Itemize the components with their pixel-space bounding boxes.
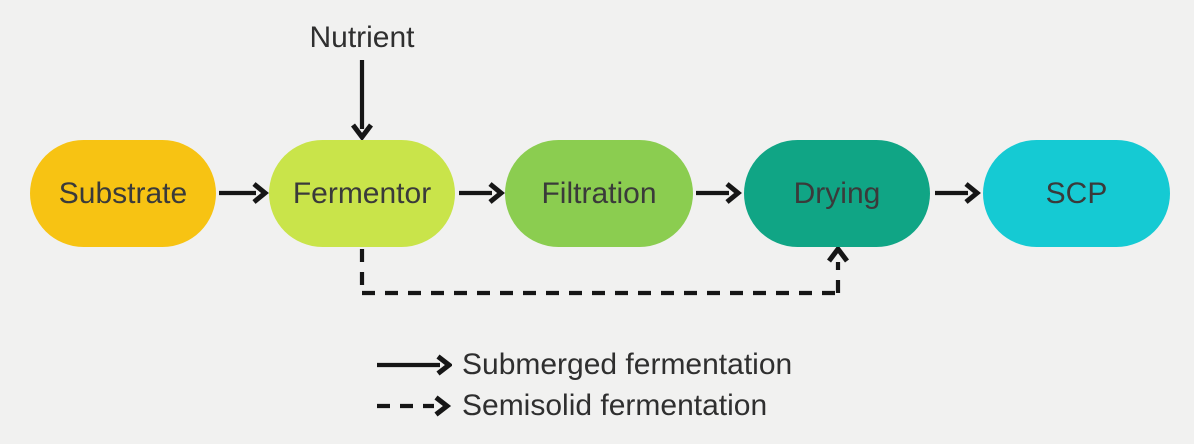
dashed-arrow-fermentor-to-drying: [359, 244, 849, 296]
node-drying-label: Drying: [793, 176, 881, 210]
node-fermentor: Fermentor: [269, 140, 455, 247]
arrow-nutrient-to-fermentor: [351, 60, 373, 142]
node-substrate: Substrate: [30, 140, 216, 247]
legend-label-semisolid: Semisolid fermentation: [462, 388, 768, 422]
arrow-drying-to-scp: [935, 182, 981, 204]
dashed-arrow-icon: [377, 395, 452, 416]
node-drying: Drying: [744, 140, 930, 247]
legend-label-submerged: Submerged fermentation: [462, 347, 793, 381]
nutrient-label: Nutrient: [309, 21, 415, 54]
legend-row-submerged: Submerged fermentation: [376, 344, 792, 385]
arrow-substrate-to-fermentor: [219, 182, 269, 204]
node-fermentor-label: Fermentor: [292, 176, 432, 210]
node-scp-label: SCP: [1045, 176, 1108, 210]
legend: Submerged fermentation Semisolid ferment…: [376, 344, 792, 426]
node-filtration-label: Filtration: [541, 176, 657, 210]
solid-arrow-icon: [377, 354, 452, 375]
legend-row-semisolid: Semisolid fermentation: [376, 385, 792, 426]
arrow-fermentor-to-filtration: [459, 182, 505, 204]
node-filtration: Filtration: [505, 140, 693, 247]
node-substrate-label: Substrate: [58, 176, 188, 210]
arrow-filtration-to-drying: [696, 182, 742, 204]
node-scp: SCP: [983, 140, 1170, 247]
